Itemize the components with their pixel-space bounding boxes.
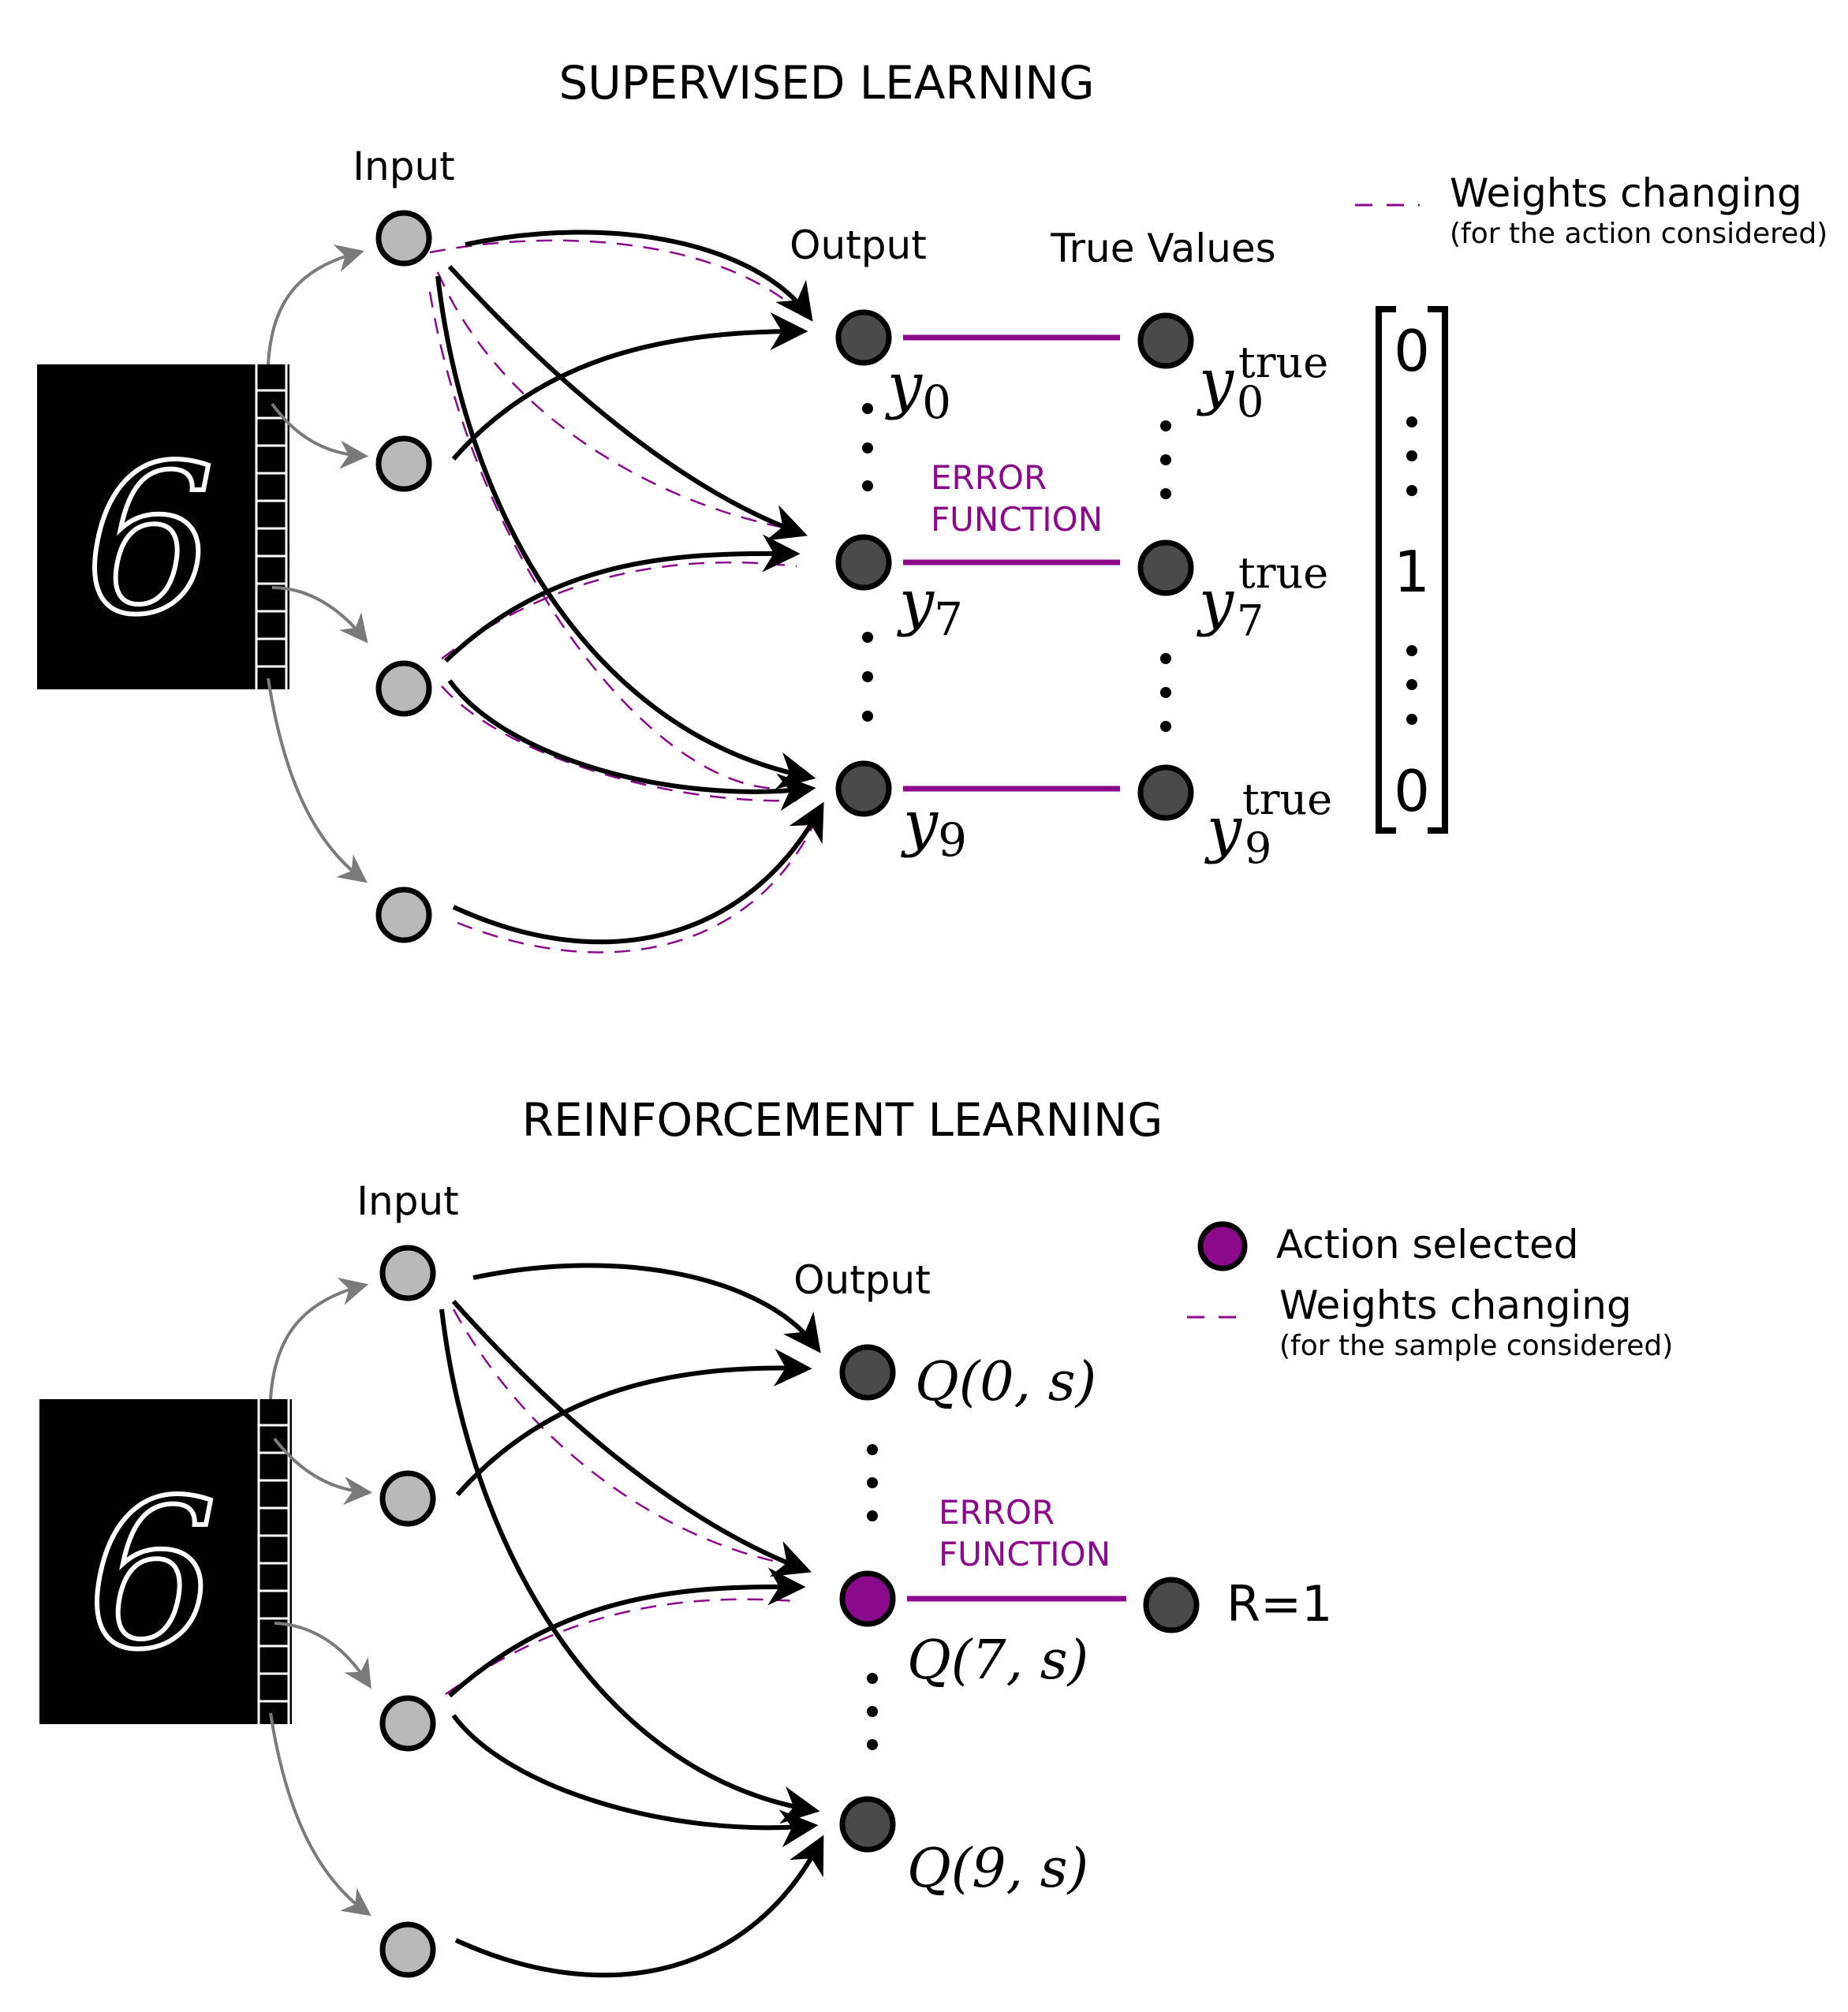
- reinforcement-feed-arrows: [269, 1277, 373, 1917]
- supervised-output-ellipsis: [862, 403, 873, 722]
- reinforcement-output-label: Output: [793, 1257, 931, 1303]
- reinforcement-dashed-weights: [445, 1308, 797, 1696]
- supervised-input-node: [375, 435, 432, 492]
- vector-left-bracket: [1376, 306, 1396, 834]
- supervised-true-vector: 0 1 0: [1376, 306, 1448, 834]
- supervised-output-node: [835, 760, 892, 817]
- supervised-output-nodes: [835, 309, 892, 817]
- svg-text:7: 7: [1237, 596, 1264, 646]
- reinforcement-error-line2: FUNCTION: [939, 1535, 1111, 1573]
- action-selected-legend-icon: [1197, 1221, 1248, 1271]
- reward-node: [1143, 1577, 1200, 1633]
- reinforcement-output-ellipsis: [867, 1444, 878, 1750]
- action-selected-node: [839, 1570, 896, 1627]
- reinforcement-section: REINFORCEMENT LEARNING Input Output Acti…: [39, 1093, 1673, 1978]
- vector-entry: 0: [1394, 318, 1430, 384]
- supervised-true-node: [1137, 539, 1194, 596]
- q-value-label: Q(9, s): [907, 1838, 1088, 1900]
- reinforcement-input-node: [379, 1245, 436, 1301]
- reinforcement-input-node: [379, 1695, 436, 1752]
- supervised-dashed-weights: [428, 239, 818, 954]
- supervised-pixel-column: [255, 364, 288, 689]
- svg-text:y: y: [1204, 794, 1242, 865]
- supervised-input-nodes: [375, 210, 432, 943]
- reinforcement-weights: [439, 1263, 824, 1978]
- supervised-digit: 6: [84, 422, 215, 660]
- supervised-title: SUPERVISED LEARNING: [558, 56, 1094, 110]
- supervised-feed-arrows: [267, 245, 369, 883]
- supervised-error-line2: FUNCTION: [931, 500, 1103, 539]
- supervised-output-label-y0: y0: [885, 350, 951, 429]
- svg-text:true: true: [1242, 775, 1332, 824]
- supervised-error-line1: ERROR: [931, 458, 1047, 497]
- vector-entry: 0: [1394, 758, 1430, 824]
- reinforcement-input-nodes: [379, 1245, 436, 1978]
- supervised-true-node: [1137, 764, 1194, 821]
- reinforcement-output-node: [839, 1796, 896, 1853]
- reinforcement-legend-action: Action selected: [1276, 1222, 1579, 1267]
- vector-entry: 1: [1394, 539, 1430, 605]
- supervised-error-lines: [903, 334, 1120, 792]
- reinforcement-legend-title: Weights changing: [1279, 1282, 1632, 1328]
- supervised-output-label-y7: y7: [897, 567, 963, 646]
- vector-right-bracket: [1428, 306, 1448, 834]
- supervised-output-node: [835, 309, 892, 366]
- reinforcement-title: REINFORCEMENT LEARNING: [522, 1093, 1163, 1147]
- reinforcement-pixel-column: [257, 1399, 290, 1724]
- supervised-output-label: Output: [790, 222, 927, 268]
- svg-text:y: y: [1197, 346, 1234, 417]
- supervised-section: SUPERVISED LEARNING Input Output True Va…: [37, 56, 1827, 954]
- reinforcement-legend-sub: (for the sample considered): [1279, 1330, 1673, 1362]
- supervised-output-label-y9: y9: [901, 788, 967, 867]
- supervised-true-values-label: True Values: [1050, 226, 1275, 271]
- supervised-legend-sub: (for the action considered): [1450, 218, 1827, 250]
- supervised-true-ellipsis: [1160, 420, 1171, 732]
- reinforcement-digit: 6: [87, 1457, 217, 1695]
- reinforcement-output-node: [839, 1344, 896, 1401]
- svg-text:9: 9: [1245, 823, 1271, 873]
- supervised-true-node: [1137, 312, 1194, 369]
- reinforcement-error-line1: ERROR: [939, 1493, 1055, 1532]
- supervised-true-label-9: y 9 true: [1204, 775, 1332, 873]
- svg-text:true: true: [1238, 548, 1328, 598]
- supervised-legend-title: Weights changing: [1450, 170, 1802, 216]
- supervised-output-node: [835, 534, 892, 591]
- svg-text:true: true: [1238, 338, 1328, 387]
- supervised-input-node: [375, 887, 432, 943]
- svg-text:0: 0: [1237, 377, 1264, 427]
- supervised-input-node: [375, 210, 432, 267]
- reward-label: R=1: [1226, 1575, 1332, 1633]
- vector-ellipsis: [1406, 416, 1417, 725]
- q-value-label: Q(0, s): [915, 1351, 1096, 1413]
- reinforcement-digit-image: 6: [39, 1399, 292, 1724]
- q-value-label: Q(7, s): [907, 1629, 1088, 1692]
- supervised-input-node: [375, 660, 432, 717]
- reinforcement-input-node: [379, 1470, 436, 1527]
- supervised-true-nodes: [1137, 312, 1194, 821]
- supervised-weights: [435, 230, 824, 945]
- reinforcement-input-node: [379, 1921, 436, 1978]
- svg-text:y: y: [1197, 567, 1234, 638]
- supervised-input-label: Input: [353, 144, 454, 189]
- supervised-true-label-7: y 7 true: [1197, 548, 1328, 646]
- supervised-digit-image: 6: [37, 364, 289, 689]
- supervised-true-label-0: y 0 true: [1197, 338, 1328, 427]
- reinforcement-input-label: Input: [357, 1178, 458, 1224]
